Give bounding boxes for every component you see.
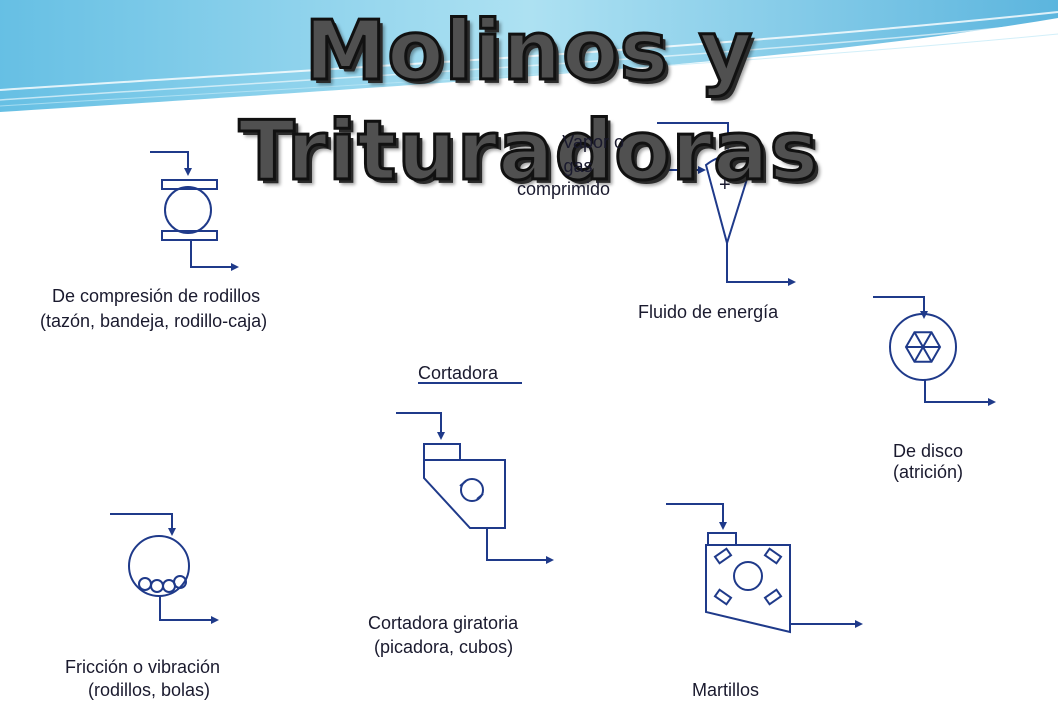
fluid-input-label-2: gas [563, 156, 593, 176]
slide-title: Molinos y Trituradoras [237, 3, 820, 201]
hammer-mill-icon [666, 503, 863, 634]
header-swoosh [0, 0, 1058, 112]
fluid-energy-mill-icon [648, 122, 796, 286]
fluid-input-label-3: comprimido [517, 179, 611, 199]
title-area: Molinos y Trituradoras [0, 0, 1058, 201]
friction-mill-detail: (rodillos, bolas) [88, 680, 211, 700]
fluid-input-label-1: Vapor o [562, 132, 624, 152]
disc-mill-icon [873, 296, 996, 406]
rotary-cutter-name: Cortadora giratoria [368, 613, 519, 633]
roll-crusher-detail: (tazón, bandeja, rodillo-caja) [40, 311, 268, 331]
rotary-cutter-icon [396, 382, 554, 564]
rotary-cutter-detail: (picadora, cubos) [374, 637, 514, 657]
fluid-energy-name: Fluido de energía [638, 302, 779, 322]
friction-mill-icon [110, 513, 219, 624]
cutter-heading: Cortadora [418, 363, 499, 383]
hammer-mill-name: Martillos [692, 680, 760, 700]
fluid-plus-sign: + [719, 174, 731, 196]
roll-crusher-name: De compresión de rodillos [52, 286, 261, 306]
disc-mill-detail: (atrición) [892, 462, 963, 482]
friction-mill-name: Fricción o vibración [65, 657, 221, 677]
roll-crusher-icon [150, 151, 239, 271]
disc-mill-name: De disco [892, 441, 964, 461]
